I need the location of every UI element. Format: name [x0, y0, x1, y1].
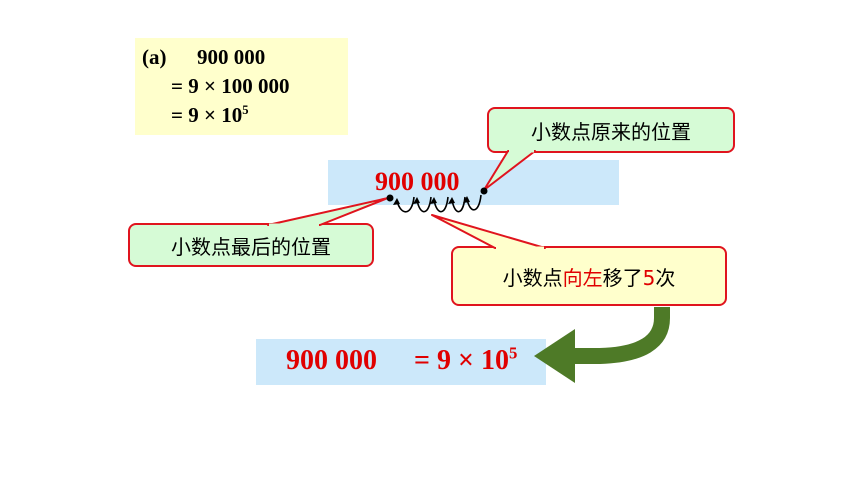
- example-label: (a): [142, 45, 167, 69]
- original-position-callout: 小数点原来的位置: [487, 107, 735, 153]
- result-arrowhead: [534, 329, 575, 383]
- hop-arrowheads: [393, 196, 470, 205]
- example-line-1: 900 000: [197, 45, 266, 69]
- example-line-3: = 9 × 105: [171, 103, 249, 127]
- worked-example-box: (a) 900 000 = 9 × 100 000 = 9 × 105: [135, 38, 348, 135]
- original-callout-tail: [483, 150, 536, 191]
- move-callout-tail: [431, 214, 546, 249]
- result-highlight-box: [256, 339, 546, 385]
- original-position-text: 小数点原来的位置: [531, 119, 691, 144]
- hop-arrows: [396, 194, 482, 213]
- result-number: 900 000: [286, 345, 377, 376]
- final-callout-tail: [267, 197, 389, 226]
- final-position-callout: 小数点最后的位置: [128, 223, 374, 267]
- number-display: 900 000: [375, 167, 460, 196]
- result-expression: = 9 × 105: [414, 343, 518, 376]
- move-description-callout: 小数点向左移了5次: [451, 246, 727, 306]
- original-decimal-dot: [480, 187, 488, 195]
- example-line-2: = 9 × 100 000: [171, 74, 290, 98]
- result-arrow-shaft: [571, 307, 670, 364]
- move-description-text: 小数点向左移了5次: [502, 265, 676, 290]
- number-highlight-box: [328, 160, 619, 205]
- final-decimal-dot: [386, 194, 394, 202]
- final-position-text: 小数点最后的位置: [171, 234, 331, 259]
